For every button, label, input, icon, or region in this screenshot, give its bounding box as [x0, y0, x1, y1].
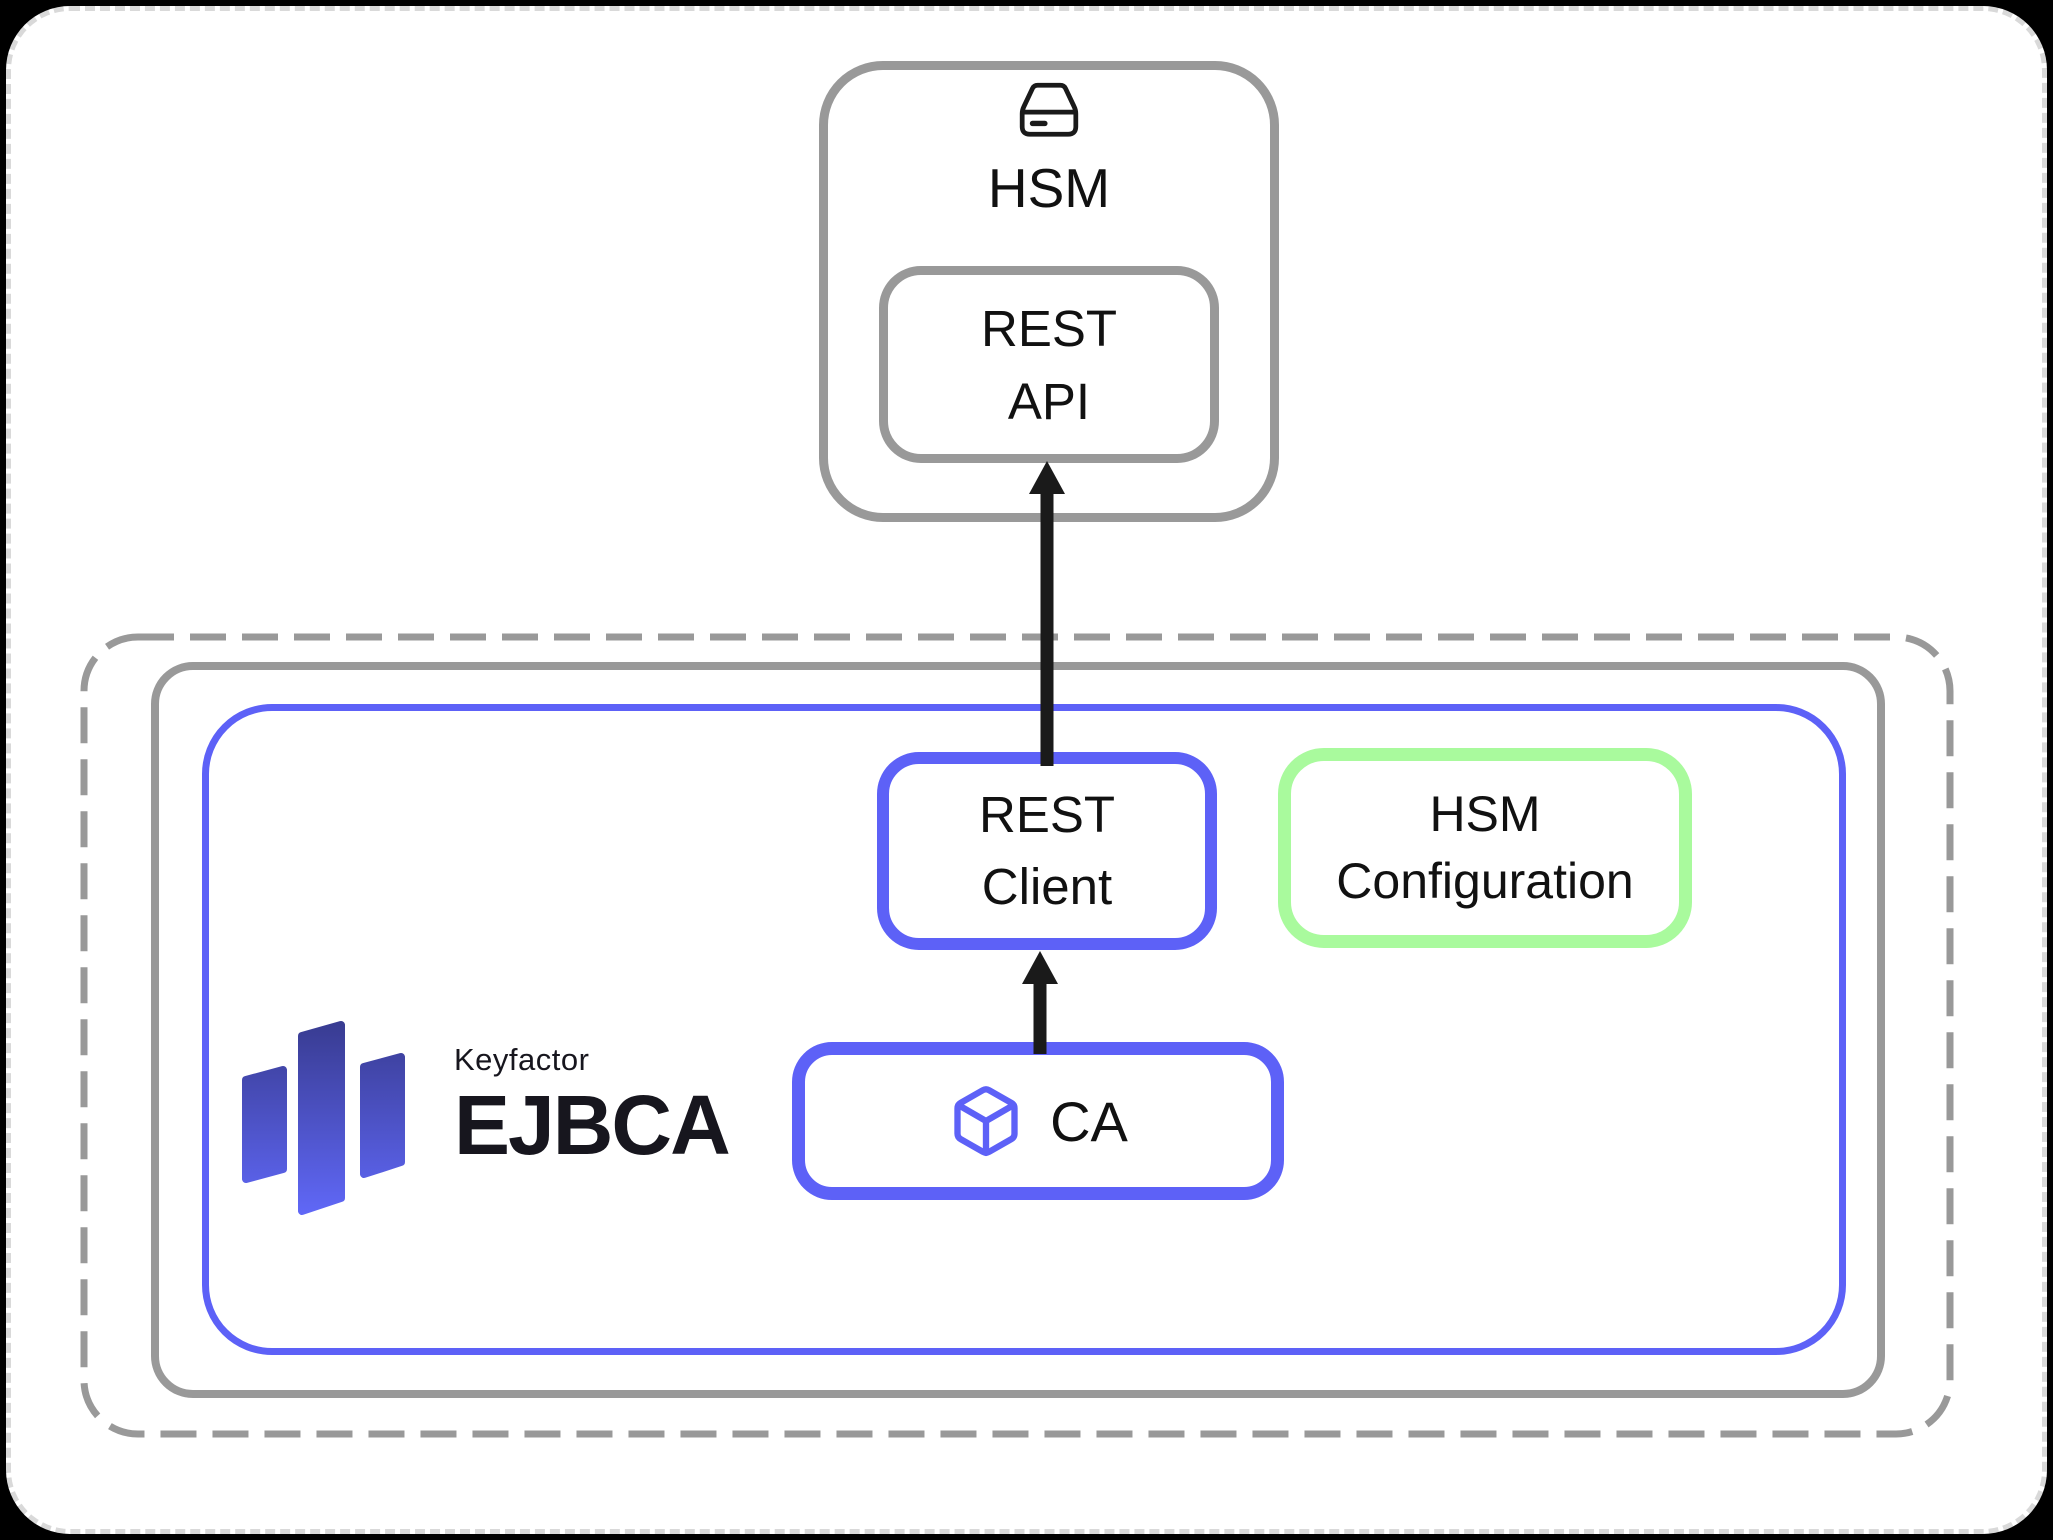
logo-brand-text: Keyfactor: [454, 1042, 590, 1077]
hard-drive-icon: [1019, 82, 1079, 137]
keyfactor-logo-mark-icon: [242, 1021, 405, 1215]
ca-node: CA: [792, 1042, 1284, 1200]
cube-icon: [954, 1086, 1018, 1157]
hsm-configuration-node: HSM Configuration: [1278, 748, 1692, 948]
rest-api-node: REST API: [879, 266, 1219, 463]
hsm-node: HSM REST API: [819, 61, 1279, 522]
logo-text: Keyfactor EJBCA: [454, 1020, 731, 1172]
rest-api-label-line1: REST: [980, 299, 1118, 357]
rest-client-node: REST Client: [877, 752, 1217, 950]
rest-client-label-line1: REST: [978, 786, 1116, 843]
rest-api-label-line2: API: [1007, 372, 1091, 430]
rest-client-label-line2: Client: [981, 858, 1113, 915]
keyfactor-ejbca-logo: Keyfactor EJBCA: [242, 1020, 731, 1220]
logo-product-text: EJBCA: [454, 1078, 731, 1172]
hsm-configuration-label-line2: Configuration: [1336, 853, 1634, 909]
hsm-configuration-label-line1: HSM: [1429, 786, 1541, 842]
hsm-label: HSM: [987, 157, 1111, 219]
ca-label: CA: [1050, 1089, 1128, 1153]
